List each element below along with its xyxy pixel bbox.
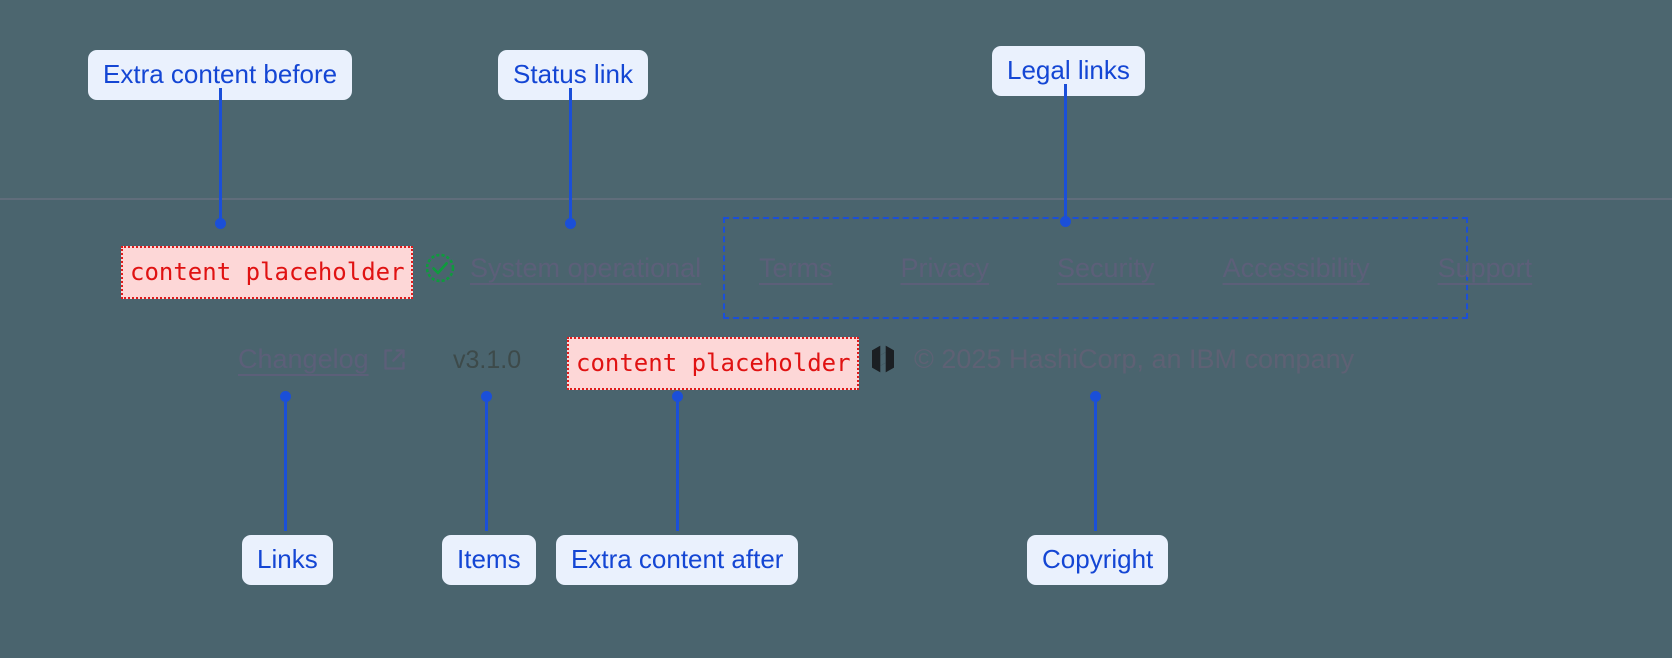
check-circle-icon xyxy=(424,252,456,284)
callout-legal-links: Legal links xyxy=(992,46,1145,96)
legal-link-accessibility[interactable]: Accessibility xyxy=(1222,252,1370,283)
leader-line-extra-before xyxy=(219,88,222,223)
external-link-icon xyxy=(381,346,408,373)
hashicorp-logo xyxy=(868,343,898,375)
copyright-row: © 2025 HashiCorp, an IBM company xyxy=(868,343,1354,375)
legal-link-security[interactable]: Security xyxy=(1057,252,1155,283)
legal-link-support[interactable]: Support xyxy=(1437,252,1533,283)
changelog-label: Changelog xyxy=(238,344,369,374)
leader-dot-extra-before xyxy=(215,218,226,229)
legal-link-terms[interactable]: Terms xyxy=(759,252,833,283)
legal-links-group: Terms Privacy Security Accessibility Sup… xyxy=(723,217,1532,319)
leader-line-legal xyxy=(1064,84,1067,223)
callout-copyright: Copyright xyxy=(1027,535,1169,585)
callout-extra-content-after: Extra content after xyxy=(556,535,799,585)
callout-links: Links xyxy=(242,535,333,585)
leader-dot-legal xyxy=(1060,216,1071,227)
leader-line-copyright xyxy=(1094,396,1097,531)
callout-items: Items xyxy=(442,535,536,585)
status-link[interactable]: System operational xyxy=(424,252,701,284)
leader-line-status xyxy=(569,88,572,223)
leader-dot-status xyxy=(565,218,576,229)
copyright-text: © 2025 HashiCorp, an IBM company xyxy=(914,343,1355,374)
changelog-link[interactable]: Changelog xyxy=(238,344,408,375)
callout-extra-content-before: Extra content before xyxy=(88,50,353,100)
status-label: System operational xyxy=(470,252,702,283)
content-placeholder-before: content placeholder xyxy=(121,246,413,299)
leader-line-links xyxy=(284,396,287,531)
leader-line-extra-after xyxy=(676,396,679,531)
legal-link-privacy[interactable]: Privacy xyxy=(900,252,990,283)
footer-top-border xyxy=(0,198,1672,200)
version-label: v3.1.0 xyxy=(453,346,522,374)
leader-line-items xyxy=(485,396,488,531)
callout-status-link: Status link xyxy=(498,50,648,100)
content-placeholder-after: content placeholder xyxy=(567,337,859,390)
